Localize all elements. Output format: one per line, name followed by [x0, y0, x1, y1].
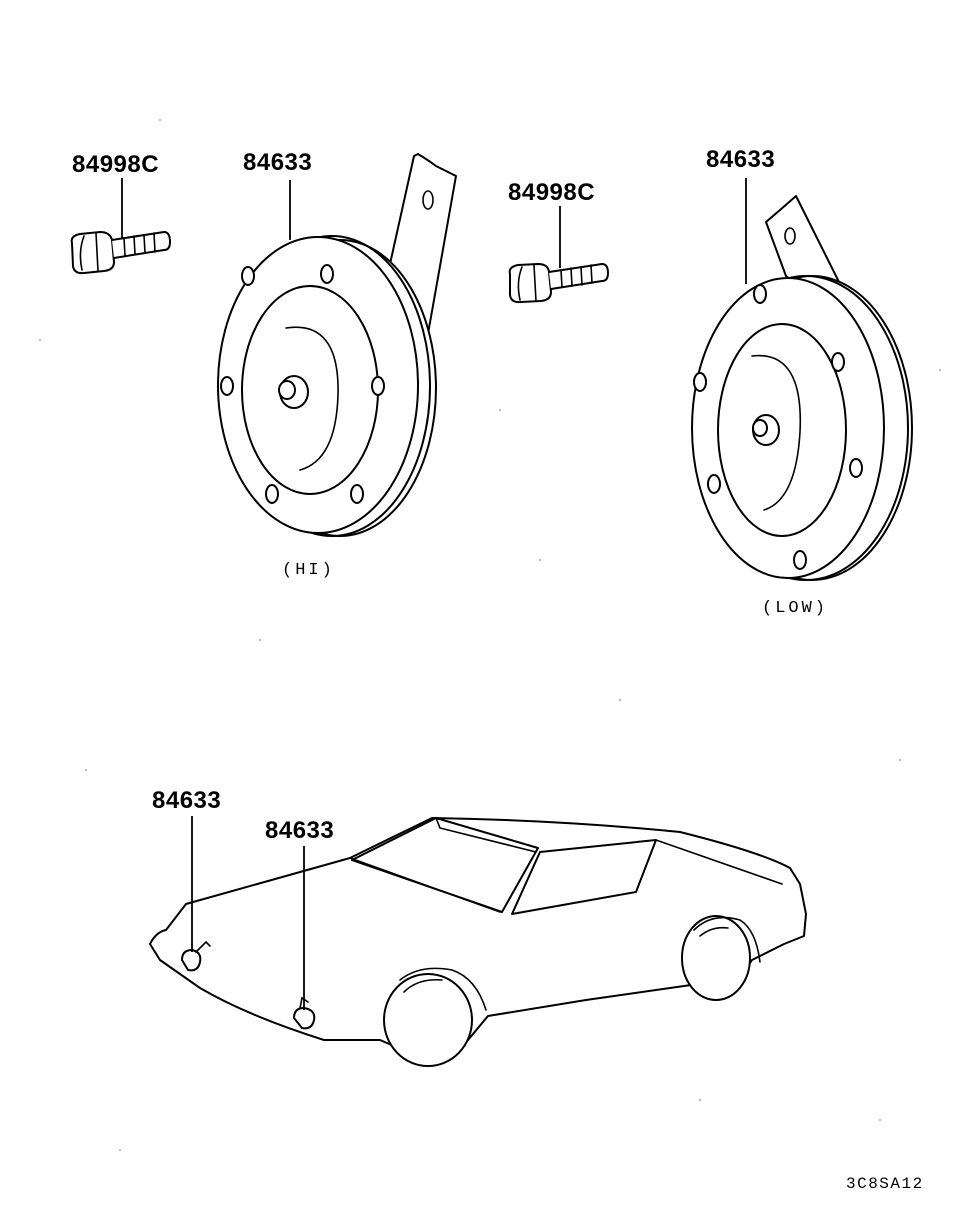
horn-hi [217, 153, 457, 537]
label-bolt-left: 84998C [72, 151, 159, 178]
label-car-horn-front: 84633 [152, 787, 221, 814]
label-car-horn-rear: 84633 [265, 817, 334, 844]
scan-speckles [39, 119, 941, 1151]
caption-hi: (HI) [282, 561, 335, 580]
bolt-left [70, 178, 171, 275]
label-bolt-right: 84998C [508, 179, 595, 206]
horn-low [691, 178, 913, 581]
figure-code: 3C8SA12 [846, 1175, 924, 1193]
caption-low: (LOW) [762, 599, 828, 618]
label-horn-hi: 84633 [243, 149, 312, 176]
label-horn-low: 84633 [706, 146, 775, 173]
car-outline [149, 816, 807, 1067]
bolt-right [508, 206, 609, 304]
